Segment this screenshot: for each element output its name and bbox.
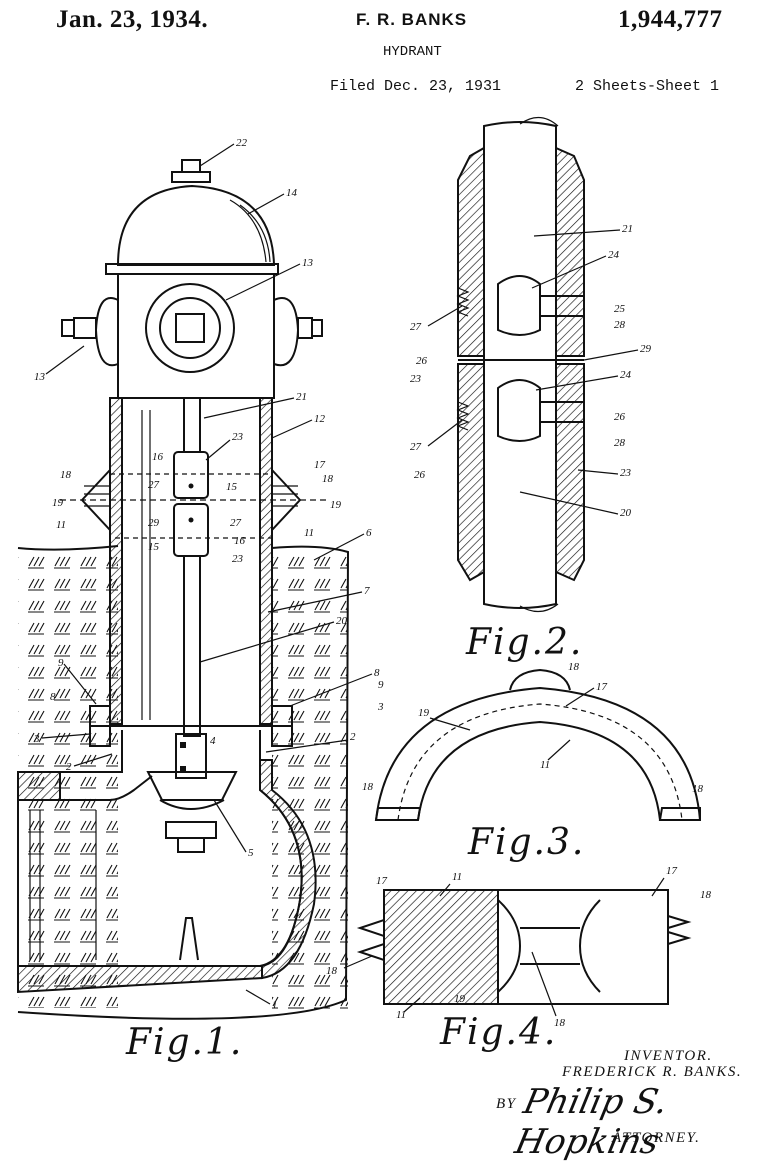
figure-2-numerals: 21 24 25 27 28 26 29 23 24 26 27 28 26 2… — [410, 223, 652, 519]
figure-3-ring — [376, 670, 700, 820]
svg-text:19: 19 — [454, 993, 466, 1005]
svg-text:18: 18 — [322, 473, 334, 485]
fig2-label: Fig.2. — [466, 622, 583, 663]
svg-text:8: 8 — [50, 691, 56, 703]
svg-text:23: 23 — [232, 431, 244, 443]
svg-text:28: 28 — [614, 319, 626, 331]
svg-text:7: 7 — [364, 585, 370, 597]
by-label: BY — [496, 1096, 517, 1113]
figure-2-section — [458, 117, 584, 611]
svg-text:11: 11 — [540, 759, 550, 771]
svg-text:23: 23 — [232, 553, 244, 565]
svg-text:8: 8 — [374, 667, 380, 679]
fig3-label: Fig.3. — [468, 822, 585, 863]
attorney-signature: Philip S. Hopkins — [511, 1082, 760, 1162]
svg-text:19: 19 — [330, 499, 342, 511]
svg-text:9: 9 — [58, 657, 64, 669]
svg-text:20: 20 — [336, 615, 348, 627]
svg-text:28: 28 — [614, 437, 626, 449]
svg-text:11: 11 — [304, 527, 314, 539]
figure-4-coupling — [360, 890, 688, 1004]
svg-text:27: 27 — [148, 479, 160, 491]
svg-text:20: 20 — [620, 507, 632, 519]
svg-text:23: 23 — [620, 467, 632, 479]
svg-text:1: 1 — [272, 999, 278, 1011]
svg-text:19: 19 — [418, 707, 430, 719]
svg-text:18: 18 — [362, 781, 374, 793]
fig1-label: Fig.1. — [126, 1022, 243, 1063]
svg-text:17: 17 — [596, 681, 608, 693]
svg-text:26: 26 — [614, 411, 626, 423]
svg-text:22: 22 — [236, 137, 248, 149]
svg-text:27: 27 — [410, 321, 422, 333]
svg-text:2: 2 — [66, 761, 72, 773]
svg-text:3: 3 — [377, 701, 384, 713]
svg-text:24: 24 — [620, 369, 632, 381]
svg-text:17: 17 — [314, 459, 326, 471]
figure-3-numerals: 18 17 19 11 18 18 — [362, 661, 704, 795]
svg-text:2: 2 — [350, 731, 356, 743]
svg-text:6: 6 — [366, 527, 372, 539]
svg-text:11: 11 — [56, 519, 66, 531]
inventor-label: INVENTOR. — [624, 1048, 713, 1065]
svg-text:18: 18 — [692, 783, 704, 795]
svg-text:14: 14 — [286, 187, 298, 199]
svg-text:17: 17 — [376, 875, 388, 887]
attorney-label: ATTORNEY. — [612, 1130, 700, 1147]
inventor-name: FREDERICK R. BANKS. — [562, 1064, 742, 1081]
svg-text:25: 25 — [614, 303, 626, 315]
svg-text:23: 23 — [410, 373, 422, 385]
svg-text:24: 24 — [608, 249, 620, 261]
svg-text:18: 18 — [700, 889, 712, 901]
svg-text:11: 11 — [452, 871, 462, 883]
svg-text:16: 16 — [234, 535, 246, 547]
svg-text:13: 13 — [34, 371, 46, 383]
svg-text:17: 17 — [666, 865, 678, 877]
svg-text:15: 15 — [148, 541, 160, 553]
svg-text:27: 27 — [230, 517, 242, 529]
svg-text:16: 16 — [152, 451, 164, 463]
svg-text:26: 26 — [416, 355, 428, 367]
svg-text:18: 18 — [326, 965, 338, 977]
svg-text:3: 3 — [33, 733, 40, 745]
svg-text:4: 4 — [210, 735, 216, 747]
svg-text:27: 27 — [410, 441, 422, 453]
svg-text:18: 18 — [60, 469, 72, 481]
figure-1-hydrant — [18, 160, 348, 1019]
svg-text:5: 5 — [248, 847, 254, 859]
svg-text:21: 21 — [296, 391, 307, 403]
svg-text:29: 29 — [148, 517, 160, 529]
svg-text:29: 29 — [640, 343, 652, 355]
svg-text:19: 19 — [52, 497, 64, 509]
svg-text:15: 15 — [226, 481, 238, 493]
svg-text:12: 12 — [314, 413, 326, 425]
svg-text:21: 21 — [622, 223, 633, 235]
svg-text:13: 13 — [302, 257, 314, 269]
fig4-label: Fig.4. — [440, 1012, 557, 1053]
svg-text:9: 9 — [378, 679, 384, 691]
svg-text:26: 26 — [414, 469, 426, 481]
